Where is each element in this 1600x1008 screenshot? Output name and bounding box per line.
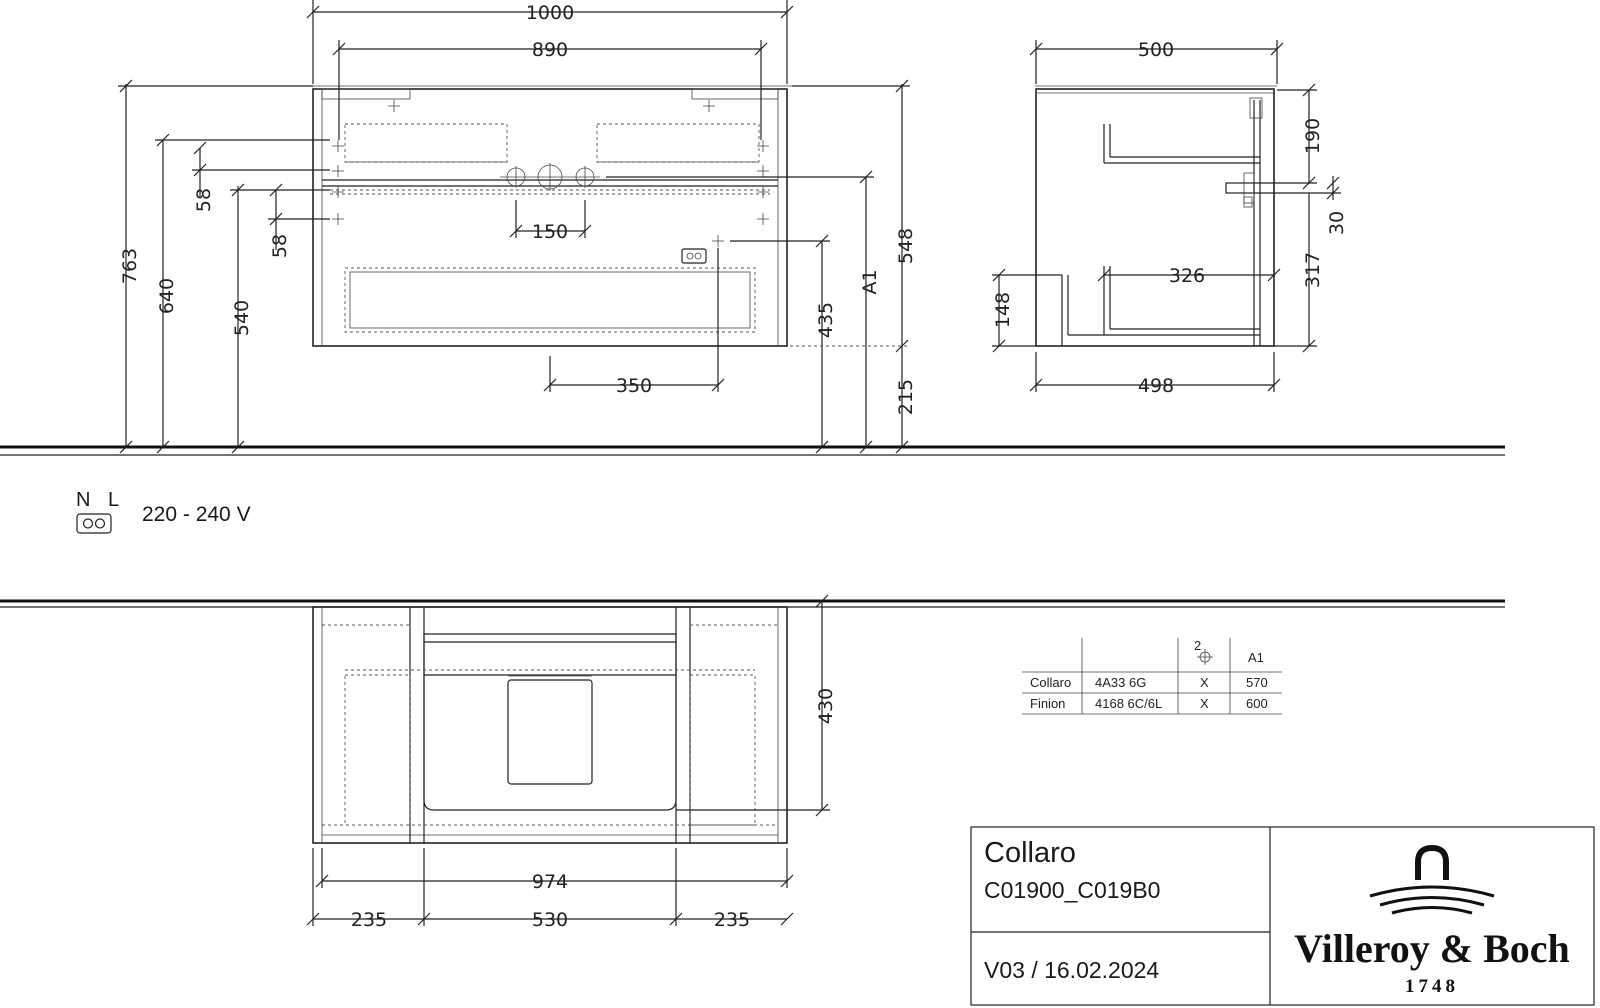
dim-498: 498 <box>1138 375 1174 397</box>
title-block: Collaro C01900_C019B0 V03 / 16.02.2024 <box>970 826 1595 1006</box>
compat-table: 2 A1 Collaro 4A33 6G X 570 Finion 4168 6… <box>1022 638 1282 715</box>
table-header-a1: A1 <box>1248 650 1264 665</box>
label-voltage: 220 - 240 V <box>142 503 251 526</box>
table-header-tap-count: 2 <box>1194 638 1201 653</box>
title-code: C01900_C019B0 <box>984 877 1160 903</box>
bottom-view-dimension-labels: 430 974 235 530 235 <box>351 688 837 931</box>
dim-190: 190 <box>1302 118 1324 154</box>
label-neutral: N <box>76 489 90 511</box>
tap-hole-icon <box>1197 649 1213 665</box>
title-product: Collaro <box>984 837 1076 869</box>
dim-58-lower: 58 <box>269 234 291 258</box>
dim-150: 150 <box>532 221 568 243</box>
dim-a1: A1 <box>859 269 881 294</box>
table-row-2-tap: X <box>1200 696 1209 711</box>
table-row-2-a1: 600 <box>1246 696 1268 711</box>
dim-148: 148 <box>992 292 1014 328</box>
dim-326: 326 <box>1169 265 1205 287</box>
dim-30: 30 <box>1326 211 1348 235</box>
dim-548: 548 <box>895 228 917 264</box>
bottom-view-cabinet <box>312 606 788 844</box>
side-view-dimensions <box>992 40 1341 392</box>
dim-430: 430 <box>815 688 837 724</box>
table-row-2-series: Finion <box>1030 696 1065 711</box>
socket-icon <box>76 513 112 534</box>
table-row-1-code: 4A33 6G <box>1095 675 1146 690</box>
side-view-cabinet <box>1035 85 1277 347</box>
dim-58-upper: 58 <box>193 188 215 212</box>
front-view-dimension-labels: 1000 890 763 640 58 540 58 150 435 A1 54… <box>119 2 917 415</box>
brand-name: Villeroy & Boch <box>1294 926 1570 971</box>
side-view-dimension-labels: 500 498 326 148 190 30 317 <box>992 39 1348 397</box>
dim-530: 530 <box>532 909 568 931</box>
label-live: L <box>108 489 119 511</box>
dim-1000: 1000 <box>526 2 574 24</box>
dim-763: 763 <box>119 248 141 284</box>
floor-line-top <box>0 445 1505 608</box>
dim-890: 890 <box>532 39 568 61</box>
table-row-1-series: Collaro <box>1030 675 1071 690</box>
dim-540: 540 <box>231 300 253 336</box>
front-view-cabinet <box>308 85 792 347</box>
bottom-view-dimensions <box>306 594 830 926</box>
front-view-dimensions <box>118 0 910 454</box>
brand-year: 1748 <box>1405 976 1459 997</box>
dim-215: 215 <box>895 379 917 415</box>
title-version: V03 / 16.02.2024 <box>984 957 1159 983</box>
brand-logo: Villeroy & Boch 1748 <box>1294 844 1570 997</box>
table-row-2-code: 4168 6C/6L <box>1095 696 1162 711</box>
dim-350: 350 <box>616 375 652 397</box>
dim-235-right: 235 <box>714 909 750 931</box>
dim-974: 974 <box>532 871 568 893</box>
dim-317: 317 <box>1302 252 1324 288</box>
dim-500: 500 <box>1138 39 1174 61</box>
table-row-1-a1: 570 <box>1246 675 1268 690</box>
fountain-icon <box>1369 844 1495 915</box>
table-row-1-tap: X <box>1200 675 1209 690</box>
dim-235-left: 235 <box>351 909 387 931</box>
electrical-legend: N L 220 - 240 V <box>76 489 251 534</box>
dim-640: 640 <box>156 278 178 314</box>
dim-435: 435 <box>815 302 837 338</box>
